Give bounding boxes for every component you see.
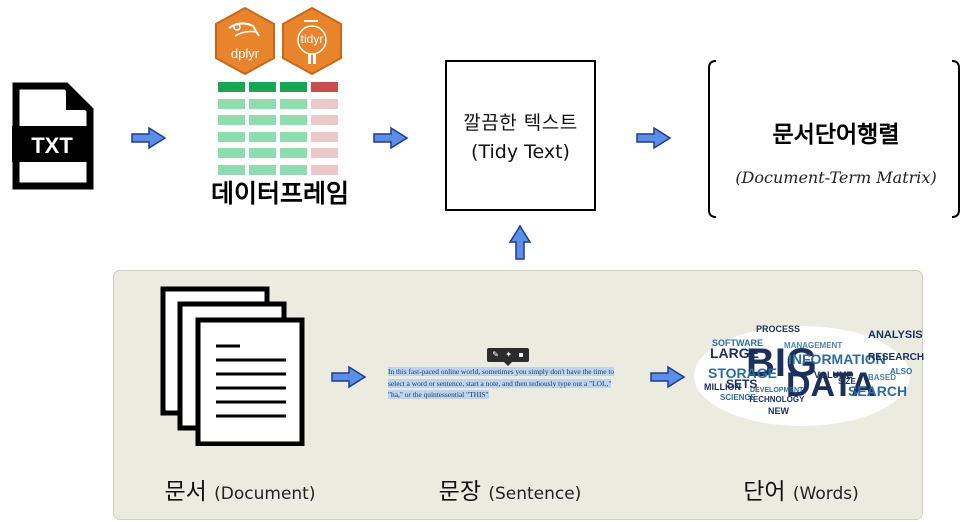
- tidyr-hex-icon: tidyr: [280, 6, 344, 76]
- dtm-left-bracket: [707, 60, 717, 218]
- tidy-text-title-en: (Tidy Text): [471, 141, 570, 163]
- dtm-right-bracket: [951, 60, 961, 218]
- document-label-en: (Document): [214, 484, 316, 504]
- cloud-word: TECHNOLOGY: [748, 395, 805, 404]
- arrow-right-icon: [636, 126, 672, 150]
- grid-header-cell: [311, 82, 338, 92]
- comment-icon[interactable]: ▪: [518, 350, 524, 359]
- words-label-en: (Words): [792, 484, 859, 504]
- words-label: 단어 (Words): [716, 472, 886, 506]
- arrow-right-icon: [131, 126, 167, 150]
- cloud-word: DATA: [786, 366, 875, 404]
- grid-header-cell: [280, 82, 307, 92]
- cloud-word: PROCESS: [756, 324, 800, 334]
- sentence-label-en: (Sentence): [488, 484, 582, 504]
- dtm-title: 문서단어행렬: [772, 122, 900, 148]
- grid-header-cell: [249, 82, 276, 92]
- cloud-word: SCIENCE: [720, 393, 756, 402]
- sentence-label-ko: 문장: [438, 479, 481, 505]
- sentence-text: In this fast-paced online world, sometim…: [388, 367, 615, 399]
- grid-cell: [218, 115, 245, 125]
- cloud-word: MANAGEMENT: [784, 341, 842, 350]
- cloud-word: SETS: [726, 377, 757, 391]
- words-label-ko: 단어: [743, 479, 786, 505]
- txt-file-icon: TXT: [12, 82, 94, 190]
- grid-cell: [218, 148, 245, 158]
- grid-cell: [311, 131, 338, 142]
- cloud-word: VOLUME: [814, 370, 853, 380]
- highlight-toolbar[interactable]: ✎ ✦ ▪: [487, 348, 529, 366]
- cloud-word: BASED: [868, 373, 896, 382]
- grid-header-cell: [218, 82, 245, 92]
- grid-cell: [280, 115, 307, 125]
- bird-icon[interactable]: ✦: [505, 350, 512, 359]
- pen-icon[interactable]: ✎: [492, 350, 499, 359]
- grid-cell: [218, 164, 245, 175]
- dplyr-hex-icon: dplyr: [213, 6, 277, 76]
- cloud-word: ANALYSIS: [868, 329, 923, 341]
- grid-cell: [311, 115, 338, 125]
- cloud-word: SIZE: [838, 377, 856, 386]
- cloud-word: BIG: [746, 341, 817, 385]
- arrow-right-icon: [650, 365, 686, 389]
- arrow-right-icon: [373, 126, 409, 150]
- grid-cell: [280, 98, 307, 109]
- grid-cell: [249, 148, 276, 158]
- grid-cell: [218, 98, 245, 109]
- document-label: 문서 (Document): [150, 472, 330, 506]
- document-label-ko: 문서: [164, 479, 207, 505]
- arrow-up-icon: [508, 224, 532, 260]
- tidy-text-box: 깔끔한 텍스트 (Tidy Text): [445, 60, 596, 211]
- cloud-word: MILLION: [704, 382, 741, 392]
- arrow-right-icon: [331, 365, 367, 389]
- sentence-label: 문장 (Sentence): [420, 472, 600, 506]
- cloud-word: DEVELOPMENT: [750, 387, 804, 394]
- data-frame-label: 데이터프레임: [210, 179, 349, 208]
- grid-cell: [311, 98, 338, 109]
- cloud-word: SOFTWARE: [712, 338, 763, 348]
- grid-cell: [280, 131, 307, 142]
- grid-cell: [280, 164, 307, 175]
- grid-cell: [218, 131, 245, 142]
- dtm-subtitle: (Document-Term Matrix): [735, 168, 937, 187]
- cloud-word: LARGE: [710, 345, 759, 361]
- txt-file-label: TXT: [31, 133, 73, 158]
- grid-cell: [249, 115, 276, 125]
- cloud-word: STORAGE: [708, 365, 777, 381]
- documents-icon: [160, 286, 310, 447]
- cloud-word: SEARCH: [848, 383, 907, 399]
- dplyr-label: dplyr: [230, 46, 260, 61]
- grid-cell: [249, 131, 276, 142]
- cloud-word: NEW: [768, 406, 790, 416]
- cloud-word: RESEARCH: [868, 352, 924, 363]
- grid-cell: [311, 148, 338, 158]
- grid-cell: [311, 164, 338, 175]
- tidy-text-title-ko: 깔끔한 텍스트: [463, 112, 578, 134]
- grid-cell: [249, 98, 276, 109]
- grid-cell: [280, 148, 307, 158]
- cloud-word: INFORMATION: [788, 351, 886, 367]
- tidyr-label: tidyr: [300, 32, 324, 46]
- cloud-word: ALSO: [890, 367, 912, 376]
- grid-cell: [249, 164, 276, 175]
